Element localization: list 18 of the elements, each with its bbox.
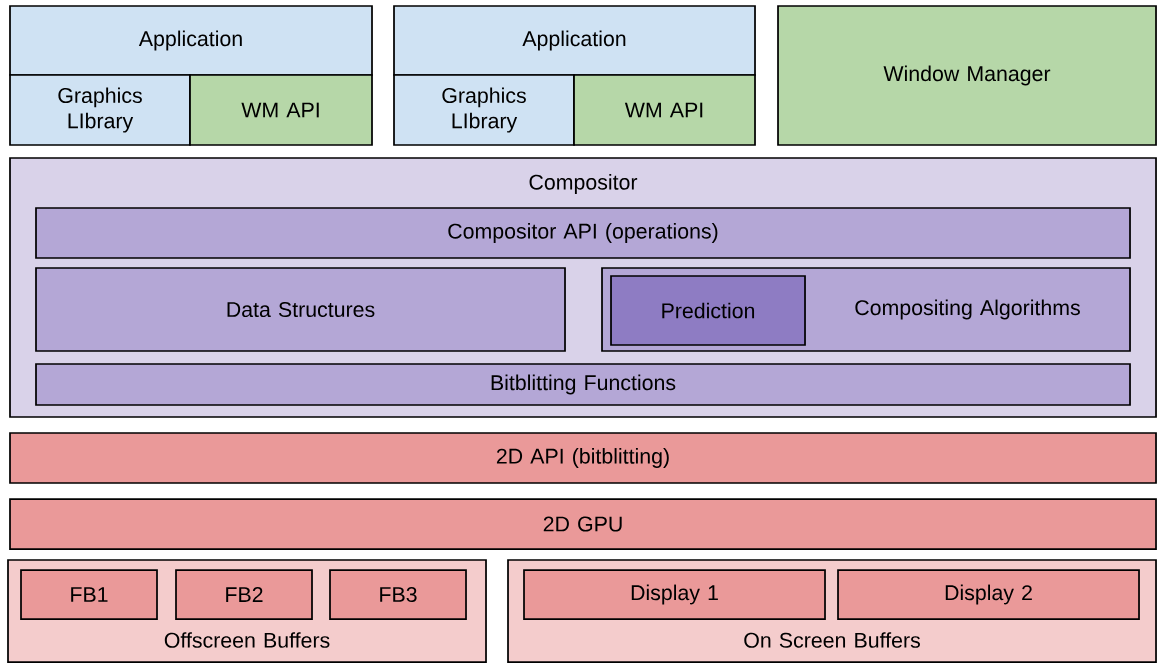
layer-box: Display 2: [837, 569, 1140, 620]
layer-box: Display 1: [523, 569, 826, 620]
layer-box: WM API: [573, 74, 756, 146]
layer-box: Graphics LIbrary: [9, 74, 191, 146]
layer-box: 2D API (bitblitting): [9, 432, 1157, 484]
layer-box: Window Manager: [777, 5, 1157, 146]
layer-box: Prediction: [610, 275, 806, 346]
layer-box: 2D GPU: [9, 498, 1157, 550]
layer-box: FB3: [329, 569, 467, 620]
layer-box: WM API: [189, 74, 373, 146]
layer-box: Data Structures: [35, 267, 566, 352]
layer-box: Bitblitting Functions: [35, 363, 1131, 406]
layer-box: Graphics LIbrary: [393, 74, 575, 146]
layer-box: FB2: [175, 569, 313, 620]
layer-box: Compositor API (operations): [35, 207, 1131, 259]
layer-box: Application: [9, 5, 373, 76]
layer-box: Application: [393, 5, 756, 76]
layer-box: FB1: [20, 569, 158, 620]
